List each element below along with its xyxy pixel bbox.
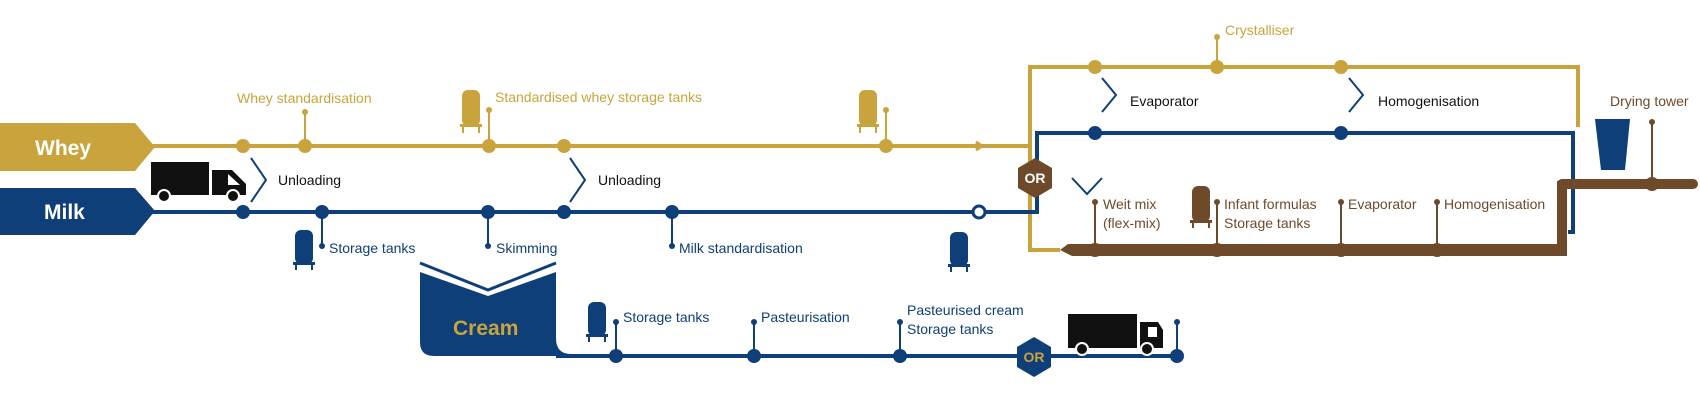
whey-standardisation-label: Whey standardisation	[237, 90, 372, 106]
milk-node	[1088, 126, 1102, 140]
milk-node-open	[971, 204, 987, 220]
whey-nodes	[236, 34, 1348, 153]
unloading-label-1: Unloading	[278, 172, 341, 188]
drying-tower-label: Drying tower	[1610, 93, 1689, 109]
truck-icon	[151, 162, 246, 203]
storage-tank-icon	[948, 232, 970, 272]
pasteurisation-label: Pasteurisation	[761, 309, 850, 325]
milk-label: Milk	[44, 201, 85, 224]
cream-stream-block: Cream	[419, 261, 571, 356]
storage-tanks-milk-label: Storage tanks	[329, 240, 415, 256]
skimming-label: Skimming	[496, 240, 557, 256]
milk-node	[557, 205, 571, 219]
pasteurised-cream-label-line1: Pasteurised cream	[907, 302, 1024, 318]
storage-tank-icon	[857, 90, 879, 133]
whey-node	[557, 139, 571, 153]
whey-node	[1334, 60, 1348, 74]
or-label-2: OR	[1024, 349, 1045, 365]
storage-tank-icon	[293, 230, 315, 270]
or-hexagon-icon: OR	[1017, 337, 1051, 377]
wet-mix-label-line2: (flex-mix)	[1103, 215, 1161, 231]
milk-node	[236, 205, 250, 219]
pasteurised-cream-label-line2: Storage tanks	[907, 321, 993, 337]
storage-tank-icon	[586, 302, 608, 342]
milk-line	[150, 131, 1575, 234]
chevron-icon	[250, 157, 268, 203]
chevron-icon	[1071, 177, 1103, 196]
infant-formulas-label-line1: Infant formulas	[1224, 196, 1317, 212]
chevron-icon	[1348, 77, 1365, 113]
evaporator-top-label: Evaporator	[1130, 93, 1199, 109]
milk-standardisation-label: Milk standardisation	[679, 240, 803, 256]
milk-nodes	[236, 126, 1348, 249]
storage-tank-icon	[1190, 186, 1212, 228]
or-hexagon-icon: OR	[1018, 158, 1052, 198]
cream-nodes	[609, 319, 1184, 363]
infant-formulas-label-line2: Storage tanks	[1224, 215, 1310, 231]
standardised-whey-storage-tanks-label: Standardised whey storage tanks	[495, 89, 702, 105]
whey-node	[1088, 60, 1102, 74]
homogenisation-top-label: Homogenisation	[1378, 93, 1479, 109]
storage-tank-icon	[460, 90, 482, 133]
product-nodes	[1088, 119, 1659, 257]
homogenisation-bottom-label: Homogenisation	[1444, 196, 1545, 212]
chevron-icon	[569, 157, 587, 203]
milk-node	[1334, 126, 1348, 140]
wet-mix-label-line1: Weit mix	[1103, 196, 1156, 212]
whey-arrow-icon	[975, 140, 985, 152]
crystalliser-label: Crystalliser	[1225, 22, 1295, 38]
unloading-label-2: Unloading	[598, 172, 661, 188]
evaporator-bottom-label: Evaporator	[1348, 196, 1417, 212]
cream-label: Cream	[453, 317, 518, 340]
chevron-icon	[1101, 77, 1118, 113]
or-label-1: OR	[1025, 170, 1046, 186]
whey-stream-banner: Whey	[0, 123, 155, 171]
drying-tower-icon	[1595, 119, 1630, 170]
truck-icon	[1068, 314, 1163, 356]
whey-label: Whey	[35, 137, 91, 160]
storage-tanks-cream-label: Storage tanks	[623, 309, 709, 325]
whey-node	[236, 139, 250, 153]
milk-stream-banner: Milk	[0, 188, 155, 235]
